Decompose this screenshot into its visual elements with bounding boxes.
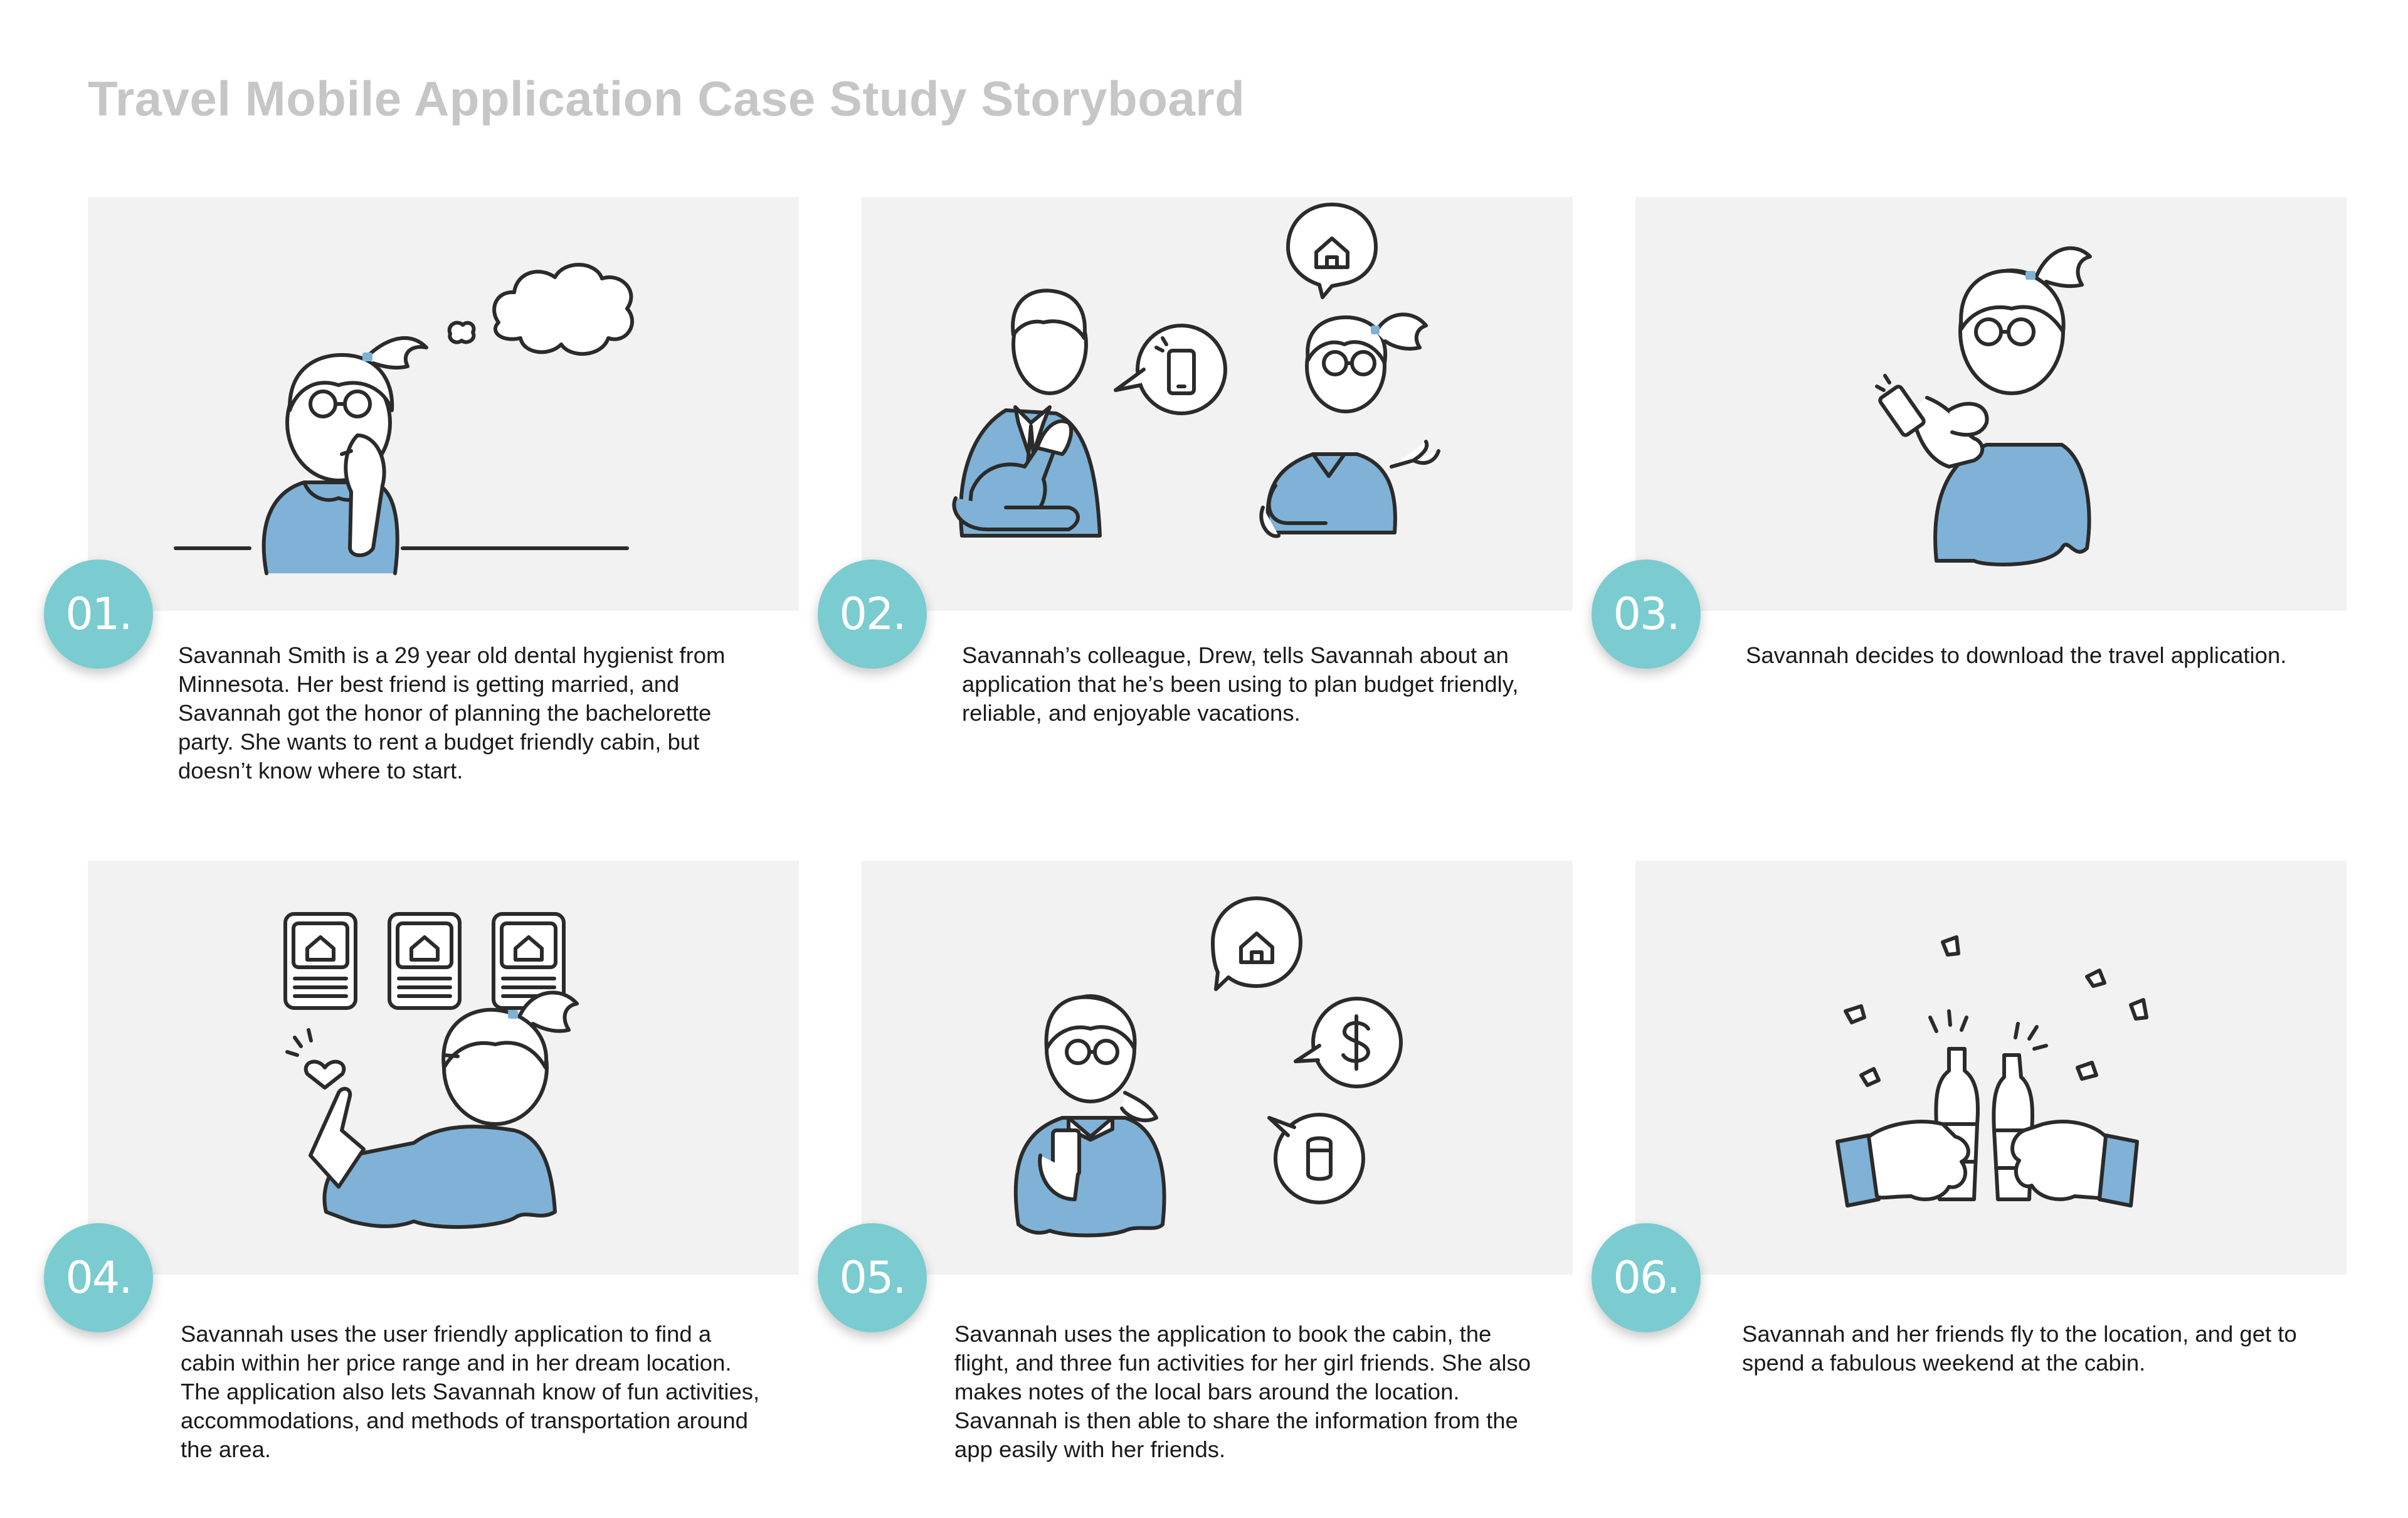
man-illustration xyxy=(952,289,1102,538)
frame-5-number-badge: 05. xyxy=(818,1223,927,1332)
frame-3-panel xyxy=(1635,197,2347,611)
frame-2-caption: Savannah’s colleague, Drew, tells Savann… xyxy=(962,642,1519,726)
house-icon xyxy=(1286,203,1378,299)
woman-illustration xyxy=(1259,312,1440,538)
frame-1-number-badge: 01. xyxy=(44,560,153,669)
heart-icon xyxy=(285,1028,346,1090)
frame-3-number: 03. xyxy=(1613,588,1680,640)
frame-1-caption: Savannah Smith is a 29 year old dental h… xyxy=(178,642,726,783)
frame-1-number: 01. xyxy=(65,588,132,640)
woman-illustration xyxy=(309,990,579,1229)
woman-illustration xyxy=(1875,246,2092,566)
thought-bubble-icon xyxy=(447,263,635,356)
frame-2-panel xyxy=(862,197,1573,611)
frame-5-illustration xyxy=(1013,896,1403,1238)
listing-card-icon xyxy=(492,912,566,1010)
hands-illustration xyxy=(1835,1120,2139,1208)
frame-4-illustration xyxy=(283,912,579,1229)
frame-6-number-badge: 06. xyxy=(1592,1223,1701,1332)
frame-6-illustration xyxy=(1835,935,2148,1208)
page-title: Travel Mobile Application Case Study Sto… xyxy=(88,71,1245,126)
frame-4-caption: Savannah uses the user friendly applicat… xyxy=(181,1321,760,1462)
frame-4-number-badge: 04. xyxy=(44,1223,153,1332)
frame-1-panel xyxy=(88,197,799,611)
listing-card-icon xyxy=(283,912,357,1010)
frame-3-illustration xyxy=(1875,246,2092,566)
frame-4-panel xyxy=(88,861,799,1275)
house-icon xyxy=(1211,896,1302,991)
frame-5-caption: Savannah uses the application to book th… xyxy=(954,1321,1531,1462)
frame-5-number: 05. xyxy=(839,1252,906,1303)
frame-6-caption: Savannah and her friends fly to the loca… xyxy=(1742,1321,2297,1376)
frame-3-caption: Savannah decides to download the travel … xyxy=(1746,642,2287,668)
smartphone-icon xyxy=(1114,324,1227,415)
cylinder-icon xyxy=(1267,1113,1365,1204)
frame-4-number: 04. xyxy=(65,1252,132,1303)
frame-3-number-badge: 03. xyxy=(1592,560,1701,669)
woman-illustration xyxy=(1013,994,1166,1238)
woman-thinking-illustration xyxy=(261,336,428,575)
frame-2-illustration xyxy=(952,203,1440,538)
frame-6-panel xyxy=(1635,861,2347,1275)
frame-5-panel xyxy=(862,861,1573,1275)
frame-2-number-badge: 02. xyxy=(818,560,927,669)
dollar-icon xyxy=(1294,997,1403,1088)
frame-6-number: 06. xyxy=(1613,1252,1680,1303)
frame-2-number: 02. xyxy=(839,588,906,640)
frame-1-illustration xyxy=(174,263,635,575)
listing-card-icon xyxy=(388,912,462,1010)
confetti-icon xyxy=(1844,935,2148,1087)
